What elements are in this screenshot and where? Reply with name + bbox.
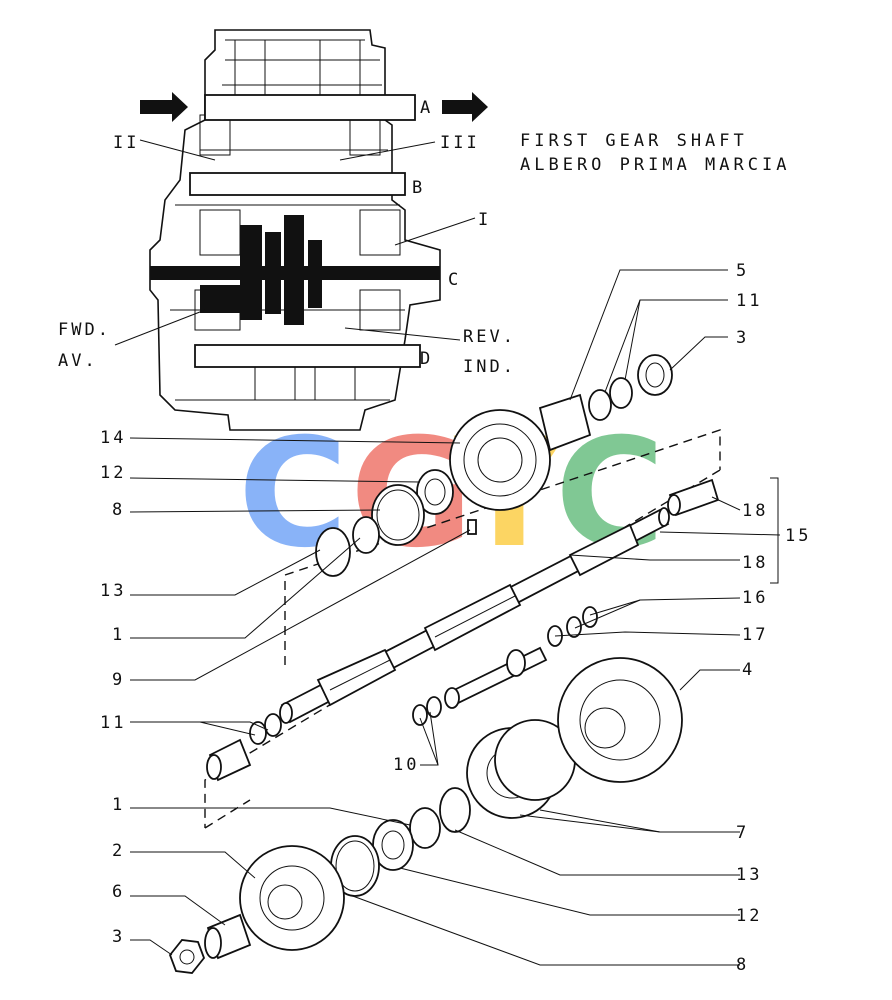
callout-3-bottom: 3 (112, 927, 125, 947)
label-rev: REV. (463, 327, 516, 347)
lower-parts (168, 657, 683, 974)
label-fwd: FWD. (58, 320, 111, 340)
callout-3-top: 3 (736, 328, 749, 348)
callout-6: 6 (112, 882, 125, 902)
label-ind: IND. (463, 357, 516, 377)
callout-13-top: 13 (100, 581, 126, 601)
callout-5: 5 (736, 261, 749, 281)
label-shaft-b: B (412, 178, 425, 198)
transmission-section-inset: II III I A B C D FWD. AV. REV. IND. (58, 29, 516, 431)
callout-2: 2 (112, 841, 125, 861)
callout-12-bottom: 12 (736, 906, 762, 926)
label-shaft-a: A (420, 98, 433, 118)
callout-9: 9 (112, 670, 125, 690)
callout-7: 7 (736, 823, 749, 843)
callout-11-top: 11 (736, 291, 762, 311)
callout-labels: 5 11 3 14 12 8 18 15 18 13 16 1 17 9 4 1… (100, 261, 811, 975)
callout-17: 17 (742, 625, 768, 645)
title-line-1: FIRST GEAR SHAFT (520, 131, 748, 151)
label-roman-iii: III (440, 133, 480, 153)
callout-4: 4 (742, 660, 755, 680)
callout-8-bottom: 8 (736, 955, 749, 975)
label-shaft-d: D (420, 349, 433, 369)
label-roman-ii: II (113, 133, 139, 153)
pin-assembly (444, 606, 598, 709)
callout-12-top: 12 (100, 463, 126, 483)
callout-16: 16 (742, 588, 768, 608)
label-shaft-c: C (448, 270, 461, 290)
callout-18-mid: 18 (742, 553, 768, 573)
callout-1-bottom: 1 (112, 795, 125, 815)
leader-lines (129, 269, 781, 966)
label-roman-i: I (478, 210, 491, 230)
callout-13-bottom: 13 (736, 865, 762, 885)
callout-14: 14 (100, 428, 126, 448)
title-line-2: ALBERO PRIMA MARCIA (520, 155, 790, 175)
callout-11-left: 11 (100, 713, 126, 733)
callout-1-top: 1 (112, 625, 125, 645)
callout-8-top: 8 (112, 500, 125, 520)
first-gear-shaft (279, 507, 670, 724)
upper-parts (315, 354, 720, 726)
callout-15: 15 (785, 526, 811, 546)
label-av: AV. (58, 351, 98, 371)
callout-10: 10 (393, 755, 419, 775)
callout-18-top: 18 (742, 501, 768, 521)
